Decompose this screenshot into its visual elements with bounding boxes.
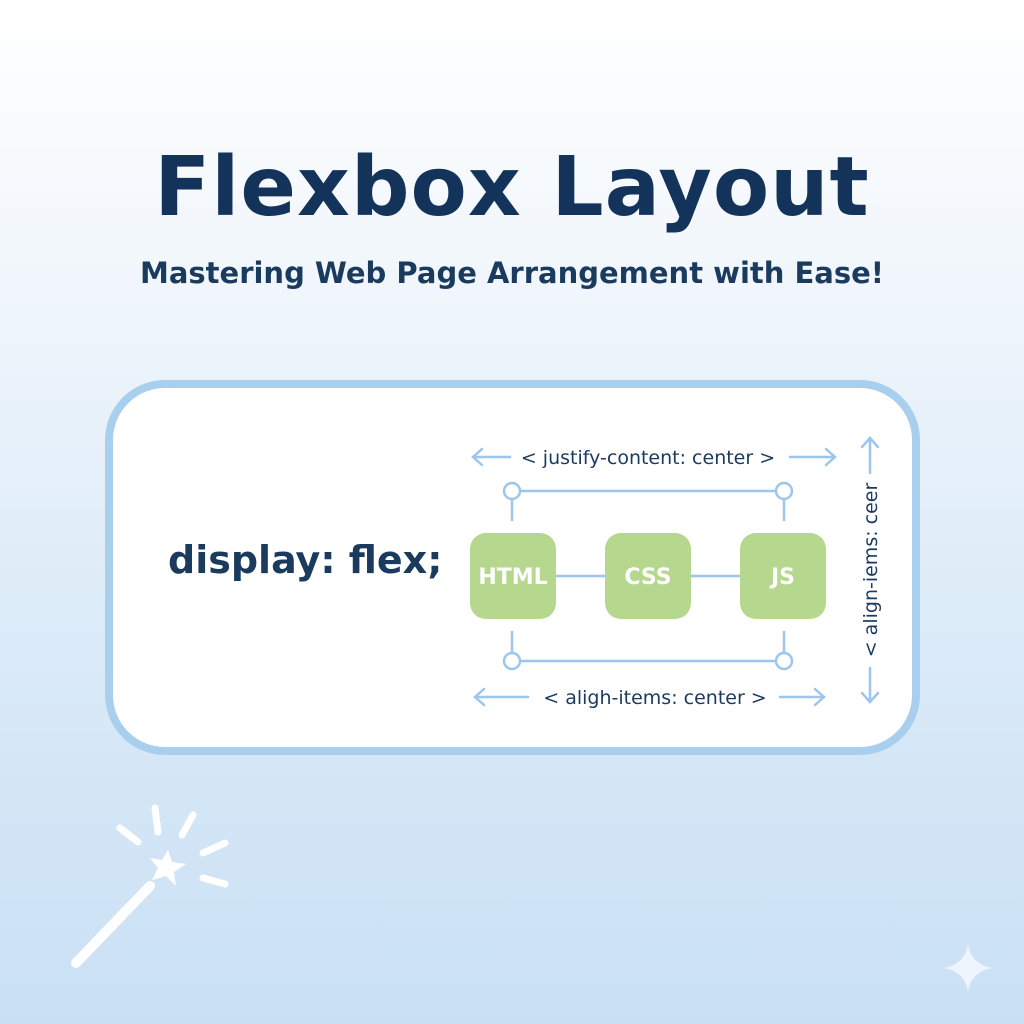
bottom-bracket <box>502 630 794 671</box>
left-arrow-icon <box>473 687 530 707</box>
top-bracket <box>502 481 794 522</box>
align-items-vertical-label: < align-iems: ceer <box>860 483 882 658</box>
right-arrow-icon <box>788 447 837 467</box>
left-arrow-icon <box>471 447 512 467</box>
item-label: HTML <box>478 565 547 590</box>
justify-content-label: < justify-content: center > <box>521 447 775 469</box>
item-label: JS <box>769 565 795 590</box>
flex-item-js: JS <box>740 533 826 619</box>
down-arrow-icon <box>860 666 880 704</box>
sparkle-icon <box>944 944 992 992</box>
align-items-label: < aligh-items: center > <box>543 687 766 709</box>
item-label: CSS <box>624 565 671 590</box>
flex-item-html: HTML <box>470 533 556 619</box>
up-arrow-icon <box>860 436 880 475</box>
page-title: Flexbox Layout <box>154 140 870 235</box>
page-subtitle: Mastering Web Page Arrangement with Ease… <box>139 256 885 290</box>
flex-item-css: CSS <box>605 533 691 619</box>
right-arrow-icon <box>778 687 826 707</box>
code-snippet: display: flex; <box>168 538 443 582</box>
magic-wand-icon <box>71 804 229 968</box>
